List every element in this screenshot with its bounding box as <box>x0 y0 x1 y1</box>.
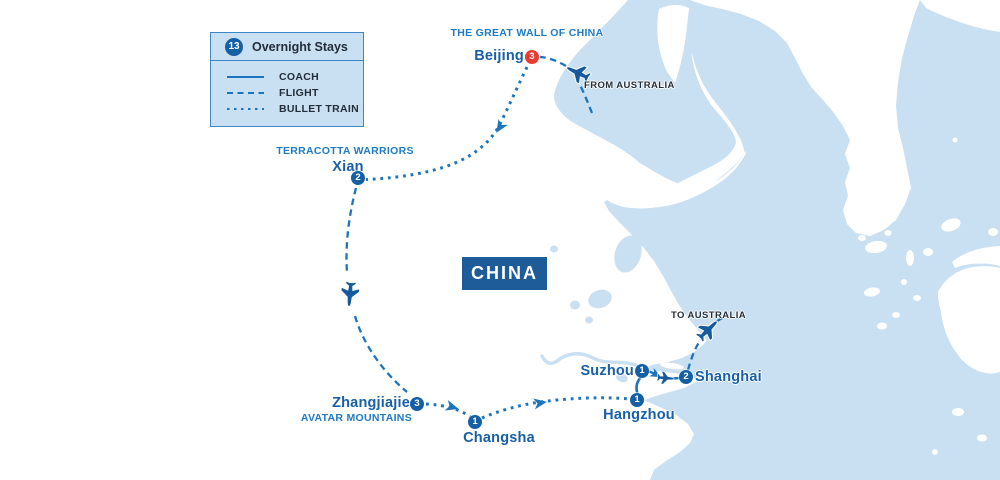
island-chongming <box>660 362 684 370</box>
island <box>932 449 938 455</box>
route-coach-hangzhou-suzhou <box>635 376 642 394</box>
city-xian-label: Xian <box>332 159 364 175</box>
honshu-island <box>952 246 1000 268</box>
city-suzhou-label: Suzhou <box>580 363 634 379</box>
flight-line-sample <box>227 91 264 95</box>
plane-suzhou-shanghai-icon <box>656 370 676 386</box>
sea-bohai <box>554 0 736 186</box>
island <box>988 228 998 236</box>
attraction-great-wall-label: THE GREAT WALL OF CHINA <box>450 27 604 39</box>
coach-line-sample <box>227 75 264 79</box>
from-australia-label: FROM AUSTRALIA <box>584 80 675 91</box>
lake <box>585 316 593 324</box>
route-flight-australia-beijing <box>539 55 594 114</box>
arrow-zhangjiajie-changsha <box>444 399 461 415</box>
legend-header: 13 Overnight Stays <box>211 33 363 61</box>
zhangjiajie-nights-badge: 3 <box>410 397 424 411</box>
lake <box>614 235 642 273</box>
sea-east <box>604 0 1000 480</box>
lake <box>588 289 612 309</box>
hangzhou-nights-badge: 1 <box>630 393 644 407</box>
island <box>913 295 921 301</box>
sea <box>554 0 1000 480</box>
island <box>906 250 914 266</box>
city-shanghai-label: Shanghai <box>695 369 762 385</box>
lakes-rivers <box>540 235 645 383</box>
bullet-train-label: BULLET TRAIN <box>279 103 360 115</box>
island <box>877 322 887 330</box>
beijing-nights-badge: 3 <box>525 50 539 64</box>
coach-label: COACH <box>279 71 319 83</box>
city-changsha-label: Changsha <box>463 430 535 446</box>
to-australia-label: TO AUSTRALIA <box>671 310 746 321</box>
lake <box>550 245 558 253</box>
shanghai-nights-badge: 2 <box>679 370 693 384</box>
island <box>884 230 892 236</box>
yangtze-river <box>540 352 645 370</box>
city-zhangjiajie-label: Zhangjiajie <box>332 395 410 411</box>
island <box>977 434 987 442</box>
suzhou-nights-badge: 1 <box>635 364 649 378</box>
island-jeju <box>864 287 880 297</box>
legend-items: COACH FLIGHT BULLET TRAIN <box>211 61 363 117</box>
flight-label: FLIGHT <box>279 87 319 99</box>
island <box>858 235 866 241</box>
island <box>892 312 900 318</box>
island <box>923 248 933 256</box>
legend-title: Overnight Stays <box>252 39 348 54</box>
bullet-train-line-sample <box>227 107 264 111</box>
island <box>952 408 964 416</box>
route-flight-shanghai-australia <box>686 313 730 371</box>
island <box>901 279 907 285</box>
route-flight-xian-zhangjiajie <box>345 187 408 393</box>
legend-item-coach: COACH <box>227 69 363 85</box>
liaodong-peninsula <box>657 5 689 84</box>
land-overlays <box>589 0 1000 455</box>
lake <box>570 300 580 310</box>
legend-item-flight: FLIGHT <box>227 85 363 101</box>
island <box>952 137 958 143</box>
northeast-corner-land <box>920 0 1000 32</box>
island <box>941 218 961 232</box>
kyushu-island <box>938 266 1000 374</box>
city-beijing-label: Beijing <box>474 48 524 64</box>
island <box>865 240 887 254</box>
country-label: CHINA <box>462 257 547 290</box>
lake-tai <box>616 373 628 383</box>
korea-peninsula <box>690 0 920 236</box>
plane-xian-zhangjiajie-icon <box>339 280 361 308</box>
city-hangzhou-label: Hangzhou <box>603 407 675 423</box>
overnight-stays-count-badge: 13 <box>225 37 243 56</box>
attraction-terracotta-label: TERRACOTTA WARRIORS <box>276 145 414 157</box>
shandong-peninsula <box>589 142 747 209</box>
legend-item-bullet-train: BULLET TRAIN <box>227 101 363 117</box>
xian-nights-badge: 2 <box>351 171 365 185</box>
legend: 13 Overnight Stays COACH FLIGHT BULLET T… <box>210 32 364 127</box>
attraction-avatar-mountains-label: AVATAR MOUNTAINS <box>300 412 412 424</box>
changsha-nights-badge: 1 <box>468 415 482 429</box>
